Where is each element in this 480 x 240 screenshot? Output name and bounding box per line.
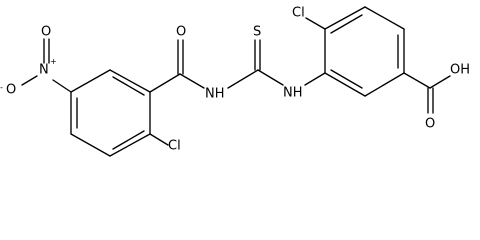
bond-b4 [364, 6, 405, 30]
atom-o-minus: O [6, 83, 16, 98]
bond-c-nh-right [257, 69, 284, 86]
bond-a1-inner [112, 76, 145, 96]
atom-acid-o: O [425, 117, 435, 132]
bond-ring-cl-bottom [149, 133, 169, 146]
bond-b1-inner [330, 69, 363, 89]
bond-a4 [70, 133, 111, 157]
bond-ring-nitro [52, 79, 72, 93]
atom-nh-left: NH [205, 87, 225, 102]
bond-c-nh [179, 73, 205, 89]
atom-s: S [253, 25, 261, 40]
atom-nitro-o: O [41, 25, 51, 40]
bond-b1 [324, 72, 366, 97]
bond-a1 [109, 69, 151, 93]
atom-cl-bottom: Cl [168, 139, 181, 154]
bond-ring-carbonyl [149, 73, 181, 93]
thiourea-group [227, 39, 326, 89]
bond-a3-inner [112, 130, 145, 150]
bond-b2 [364, 72, 405, 97]
charge-n-plus: + [50, 57, 57, 66]
amide-group [149, 39, 205, 93]
bond-ring-cl-top [305, 17, 326, 30]
atom-n-plus: N [39, 63, 49, 78]
atom-cl-top: Cl [292, 6, 305, 21]
bond-a3 [109, 133, 151, 157]
bond-nh-c [227, 69, 259, 89]
ring-a-bonds [70, 69, 151, 157]
charge-o-minus: - [0, 83, 3, 92]
atom-oh: OH [450, 63, 470, 78]
atom-nh-right: NH [283, 86, 303, 101]
bond-a6 [70, 69, 111, 93]
bond-b5-inner [330, 14, 363, 34]
ring-b-bonds [324, 6, 405, 97]
atom-amide-o: O [176, 25, 186, 40]
molecule-diagram: O - N + O O Cl NH S NH Cl OH O [0, 6, 470, 157]
nitro-group [21, 38, 72, 93]
bond-c-oh [429, 75, 451, 89]
bond-n-o-minus [21, 75, 38, 86]
bond-nh-ring [304, 72, 326, 86]
bond-b5 [324, 6, 366, 30]
carboxylic-acid-group [403, 72, 451, 114]
bond-ring-cooh [403, 72, 431, 89]
